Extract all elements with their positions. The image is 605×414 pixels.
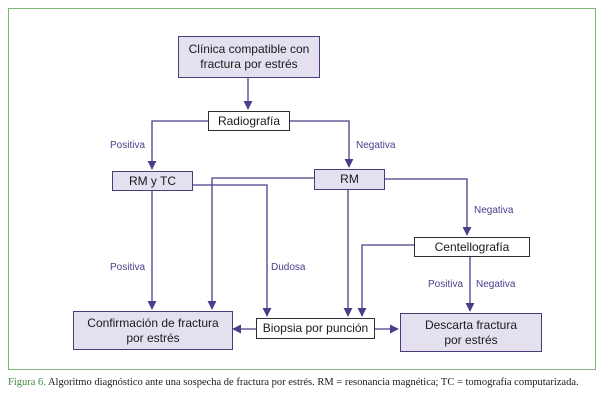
- edge-label-dudosa: Dudosa: [271, 262, 306, 273]
- node-rm-tc-label: RM y TC: [128, 173, 177, 188]
- node-centellografia-label: Centellografía: [434, 239, 510, 254]
- edge-label-negativa-rm: Negativa: [474, 205, 514, 216]
- arrow-radiografia-rm: [290, 120, 354, 168]
- diagram-frame: [8, 8, 596, 370]
- node-radiografia-label: Radiografía: [217, 113, 281, 128]
- arrow-centellografia-biopsia: [357, 244, 414, 317]
- arrow-rm-centellografia: [385, 178, 472, 236]
- figure-caption: Figura 6. Algoritmo diagnóstico ante una…: [8, 376, 596, 389]
- figure-number: Figura 6.: [8, 377, 46, 388]
- node-clinica-label: Clínica compatible con fractura por estr…: [188, 42, 310, 71]
- node-rm: RM: [314, 169, 385, 190]
- edge-label-positiva-radiografia: Positiva: [110, 140, 146, 151]
- node-rm-label: RM: [340, 172, 359, 186]
- edge-label-positiva-centellografia: Positiva: [428, 279, 464, 290]
- node-radiografia: Radiografía: [208, 111, 290, 131]
- node-descarta: Descarta fractura por estrés: [400, 313, 542, 352]
- node-clinica-compatible: Clínica compatible con fractura por estr…: [178, 36, 320, 78]
- node-rm-tc: RM y TC: [112, 171, 193, 191]
- node-descarta-label: Descarta fractura por estrés: [424, 317, 518, 347]
- arrow-rmtc-biopsia: [193, 184, 272, 317]
- arrow-radiografia-rmtc: [147, 120, 208, 170]
- edge-label-positiva-rmtc: Positiva: [110, 262, 146, 273]
- node-centellografia: Centellografía: [414, 237, 530, 257]
- node-confirmacion: Confirmación de fractura por estrés: [73, 311, 233, 350]
- node-biopsia: Biopsia por punción: [256, 318, 375, 339]
- edge-label-negativa-centellografia: Negativa: [476, 279, 516, 290]
- node-biopsia-label: Biopsia por punción: [262, 321, 369, 335]
- edge-label-negativa-radiografia: Negativa: [356, 140, 396, 151]
- figure-caption-text: Algoritmo diagnóstico ante una sospecha …: [45, 377, 579, 388]
- arrow-rm-confirmacion: [207, 177, 314, 310]
- node-confirmacion-label: Confirmación de fractura por estrés: [87, 315, 219, 345]
